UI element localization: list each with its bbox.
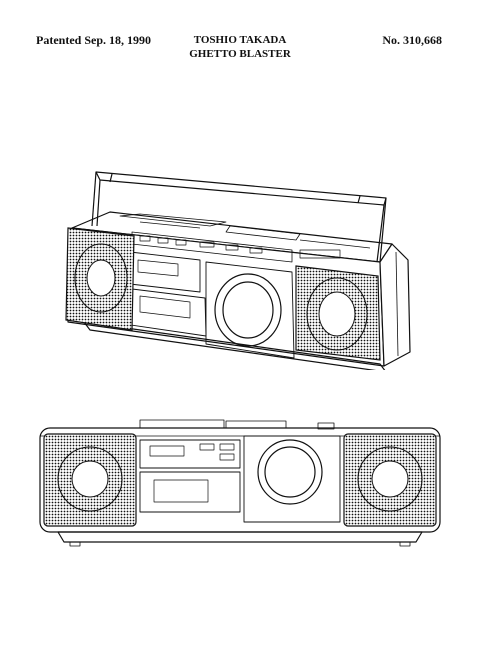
boombox-perspective-drawing bbox=[0, 160, 480, 370]
handle bbox=[95, 171, 387, 206]
patent-number: No. 310,668 bbox=[382, 33, 442, 47]
patent-header: Patented Sep. 18, 1990 TOSHIO TAKADA GHE… bbox=[0, 0, 480, 70]
patent-title: GHETTO BLASTER bbox=[189, 48, 291, 60]
patent-date: Patented Sep. 18, 1990 bbox=[36, 33, 151, 47]
inventor-name: TOSHIO TAKADA bbox=[193, 34, 287, 46]
boombox-front-drawing bbox=[0, 412, 480, 552]
title-block: TOSHIO TAKADA GHETTO BLASTER bbox=[0, 33, 480, 61]
center-speaker bbox=[214, 273, 282, 347]
front-center-speaker bbox=[257, 439, 323, 505]
